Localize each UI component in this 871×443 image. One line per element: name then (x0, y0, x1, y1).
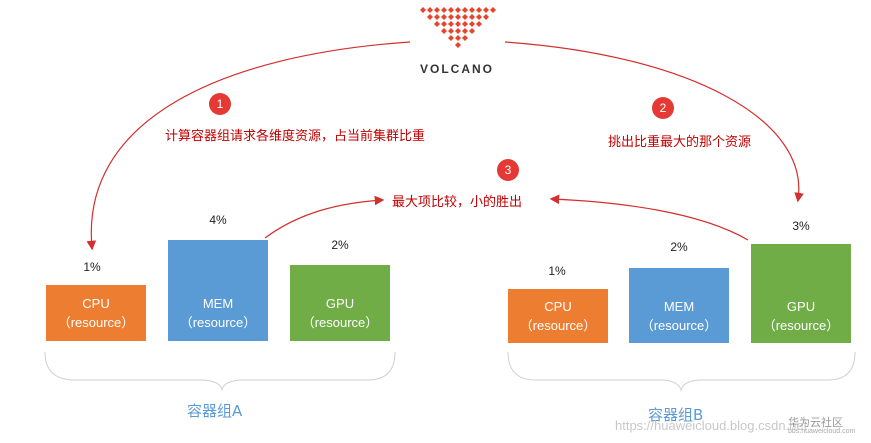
brand-name: VOLCANO (420, 62, 494, 76)
step-3-text: 最大项比较，小的胜出 (392, 195, 523, 210)
step-1-badge: 1 (209, 93, 231, 115)
group-b-label: 容器组B (648, 406, 704, 424)
logo-diamond (462, 7, 468, 13)
watermark-host: bbs.huaweicloud.com (788, 428, 856, 435)
logo-diamond (462, 21, 468, 27)
logo-diamond (448, 35, 454, 41)
step-2-badge: 2 (652, 97, 674, 119)
logo-diamond (469, 14, 475, 20)
logo-diamond (455, 42, 461, 48)
arrow-step-1 (86, 41, 411, 251)
logo-diamond (455, 14, 461, 20)
logo-diamond (469, 28, 475, 34)
logo-diamond (455, 21, 461, 27)
logo-diamond (434, 7, 440, 13)
group-b-mem-percent: 2% (670, 240, 688, 254)
resource-sub: （resource） (519, 318, 597, 333)
logo-diamond (441, 21, 447, 27)
resource-name: GPU (786, 298, 816, 314)
logo-diamond (462, 28, 468, 34)
logo-diamond (455, 35, 461, 41)
group-a-cpu-percent: 1% (83, 260, 101, 274)
arrow-compare-b (549, 194, 749, 241)
resource-name: MEM (202, 296, 234, 311)
logo-diamond (469, 21, 475, 27)
logo-diamond (420, 7, 426, 13)
logo-diamond (448, 7, 454, 13)
brace-group-a (44, 351, 396, 391)
resource-sub: （resource） (301, 315, 379, 330)
resource-name: GPU (325, 296, 355, 311)
watermark-cn: 华为云社区 (788, 416, 843, 429)
arrow-compare-a (264, 195, 385, 239)
logo-diamond (476, 14, 482, 20)
group-a-gpu-box: GPU （resource） (290, 265, 390, 341)
group-a-label: 容器组A (187, 402, 243, 420)
brace-group-b (507, 351, 856, 392)
resource-sub: （resource） (640, 317, 718, 333)
logo-diamond (455, 28, 461, 34)
logo-diamond (441, 7, 447, 13)
resource-sub: （resource） (57, 315, 135, 330)
resource-name: MEM (663, 298, 695, 314)
logo-diamond (469, 7, 475, 13)
logo-diamond (427, 14, 433, 20)
logo-diamond (490, 7, 496, 13)
resource-sub: （resource） (762, 317, 840, 333)
group-b-cpu-percent: 1% (548, 264, 566, 278)
group-a-gpu-percent: 2% (331, 238, 349, 252)
logo-diamond (455, 7, 461, 13)
logo-diamond (448, 14, 454, 20)
logo-diamond (483, 14, 489, 20)
logo-diamond (434, 14, 440, 20)
logo-diamond (476, 7, 482, 13)
resource-name: CPU (544, 299, 572, 314)
group-b-gpu-percent: 3% (792, 219, 810, 233)
watermark-url: https://huaweicloud.blog.csdn.net (615, 418, 808, 433)
group-b-mem-box: MEM （resource） (629, 268, 729, 343)
resource-name: CPU (82, 296, 110, 311)
step-1-text: 计算容器组请求各维度资源，占当前集群比重 (165, 129, 426, 144)
logo-diamond (448, 21, 454, 27)
resource-sub: （resource） (179, 315, 257, 330)
volcano-logo (420, 7, 496, 48)
logo-diamond (462, 14, 468, 20)
group-a-mem-box: MEM （resource） (168, 240, 268, 341)
logo-diamond (427, 7, 433, 13)
logo-diamond (441, 28, 447, 34)
logo-diamond (462, 35, 468, 41)
arrow-step-2 (504, 41, 804, 203)
group-b-cpu-box: CPU （resource） (508, 289, 608, 343)
logo-diamond (448, 28, 454, 34)
group-a-mem-percent: 4% (209, 213, 227, 227)
logo-diamond (434, 21, 440, 27)
logo-diamond (483, 7, 489, 13)
group-b-gpu-box: GPU （resource） (751, 244, 851, 343)
logo-diamond (441, 14, 447, 20)
logo-diamond (476, 21, 482, 27)
step-2-text: 挑出比重最大的那个资源 (608, 135, 752, 150)
group-a-cpu-box: CPU （resource） (46, 285, 146, 341)
step-3-badge: 3 (497, 159, 519, 181)
